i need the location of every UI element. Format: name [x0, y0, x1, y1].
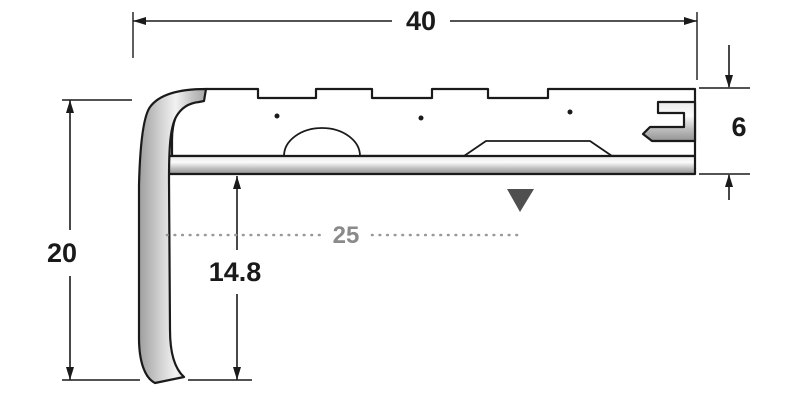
profile-top-insert [170, 87, 697, 158]
arrowhead-up [233, 176, 241, 189]
dim-inset-depth-label: 25 [333, 222, 360, 249]
dim-height-left: 20 [47, 99, 140, 381]
profile-right-hook [641, 100, 697, 143]
dim-width-top-label: 40 [406, 6, 436, 36]
profile [137, 87, 697, 385]
drill-dot [418, 115, 424, 121]
dim-width-top: 40 [132, 6, 698, 80]
drill-dot [567, 109, 573, 115]
dim-drop-height: 14.8 [188, 176, 262, 381]
position-marker-triangle [507, 189, 534, 212]
dim-drop-height-label: 14.8 [209, 257, 262, 287]
arrowhead-down [233, 367, 241, 380]
rib-semicircle [283, 127, 361, 157]
arrowhead-down [725, 75, 733, 88]
rib-trapezoid [463, 140, 613, 157]
arrowhead-up [725, 174, 733, 187]
arrowhead-right [684, 17, 697, 25]
dim-thickness-right: 6 [699, 45, 750, 200]
dim-inset-depth: 25 [165, 189, 534, 249]
profile-left-leg [137, 87, 208, 385]
dim-height-left-label: 20 [47, 238, 77, 268]
arrowhead-down [66, 367, 74, 380]
drill-dot [274, 113, 280, 119]
arrowhead-left [133, 17, 146, 25]
profile-base-bar [156, 154, 697, 176]
dim-thickness-right-label: 6 [731, 112, 746, 142]
arrowhead-up [66, 100, 74, 113]
